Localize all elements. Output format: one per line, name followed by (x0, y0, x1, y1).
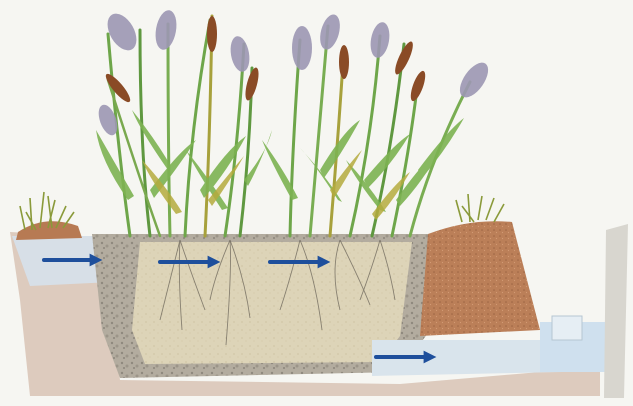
outlet-weir (552, 316, 582, 340)
outlet-wall (604, 224, 628, 398)
